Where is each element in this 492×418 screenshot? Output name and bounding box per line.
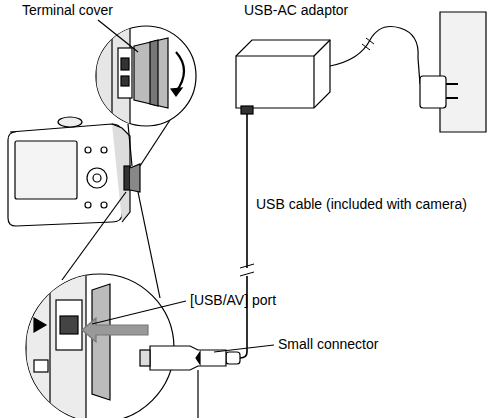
- part-label: Terminal cover: [22, 2, 113, 19]
- part-label: [USB/AV] port: [190, 292, 276, 309]
- part-label: USB cable (included with camera): [256, 196, 467, 213]
- part-label: Small connector: [278, 336, 378, 353]
- part-label: USB-AC adaptor: [244, 2, 348, 19]
